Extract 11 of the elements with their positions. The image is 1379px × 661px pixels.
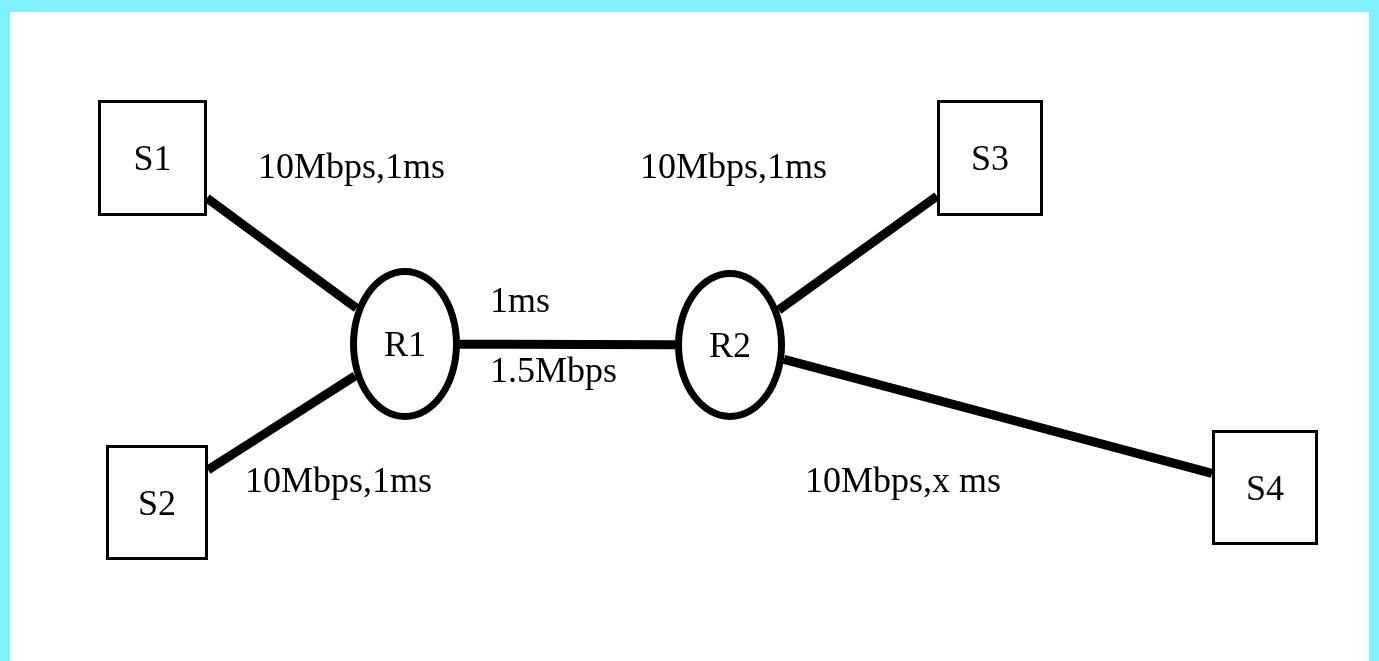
edge-label: 10Mbps,1ms (640, 148, 828, 184)
edge-label: 10Mbps,1ms (245, 462, 433, 498)
edge-label: 10Mbps,1ms (258, 148, 446, 184)
link-line (460, 339, 675, 350)
edge-label: 1ms (490, 282, 550, 318)
link-label: 1.5Mbps (490, 352, 618, 388)
host-box: S4 (1212, 430, 1318, 545)
host-box: S3 (937, 100, 1043, 216)
host-box: S1 (98, 100, 207, 216)
edge-label: 10Mbps,x ms (805, 462, 1002, 498)
host-box: S2 (106, 445, 208, 560)
